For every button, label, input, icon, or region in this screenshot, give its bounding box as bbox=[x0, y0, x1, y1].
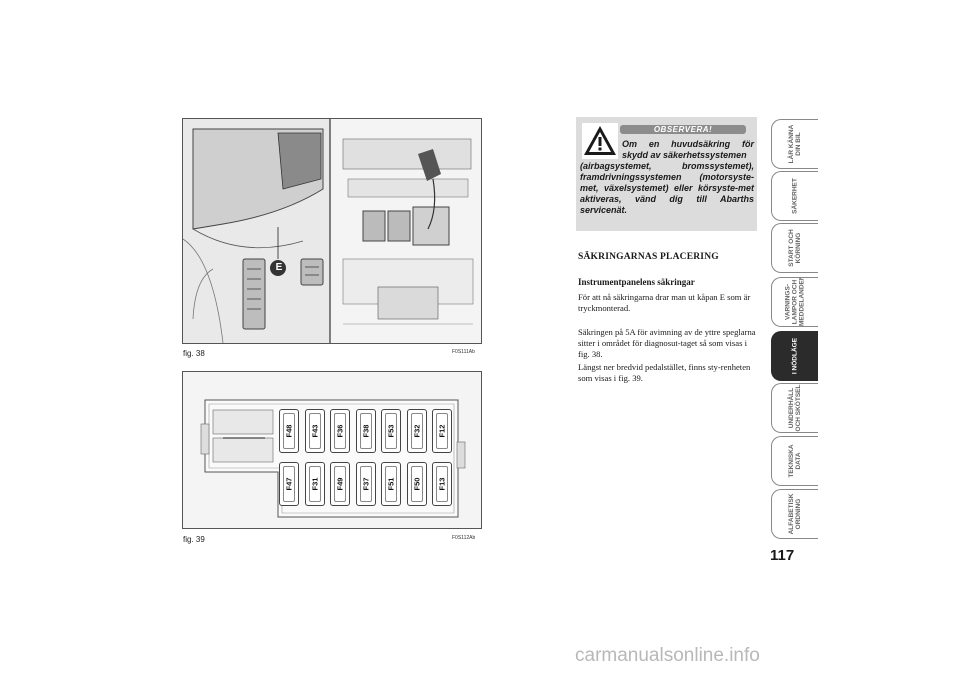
fuse-f12: F12 bbox=[432, 409, 452, 453]
warning-box: OBSERVERA! Om en huvudsäkring för skydd … bbox=[576, 117, 757, 231]
page-number: 117 bbox=[770, 547, 795, 564]
fuse-label: F53 bbox=[386, 424, 396, 438]
callout-e: E bbox=[275, 262, 283, 273]
warning-text-line1: Om en huvudsäkring för skydd av säkerhet… bbox=[622, 139, 754, 160]
tab-label: LÄR KÄNNA DIN BIL bbox=[788, 124, 802, 164]
fuse-label: F12 bbox=[437, 424, 447, 438]
fuse-label: F31 bbox=[310, 477, 319, 491]
fuse-box-diagram bbox=[183, 372, 481, 528]
tab-label: START OCH KÖRNING bbox=[788, 229, 802, 267]
section-subheading: Instrumentpanelens säkringar bbox=[578, 277, 695, 287]
warning-text-rest: (airbagsystemet, bromssystemet), framdri… bbox=[580, 161, 754, 215]
tab-label: VARNINGS-LAMPOR OCH MEDDELANDEN bbox=[784, 277, 806, 326]
tab-lär-känna-din-bil[interactable]: LÄR KÄNNA DIN BIL bbox=[771, 119, 818, 169]
tab-label: ALFABETISK ORDNING bbox=[788, 493, 802, 535]
fuse-label: F37 bbox=[361, 477, 370, 491]
warning-title: OBSERVERA! bbox=[620, 125, 746, 134]
fuse-f32: F32 bbox=[406, 409, 427, 453]
warning-triangle-icon bbox=[582, 123, 618, 159]
tab-tekniska-data[interactable]: TEKNISKA DATA bbox=[771, 436, 818, 486]
fuse-f51: F51 bbox=[381, 462, 401, 506]
fuse-label: F38 bbox=[361, 424, 370, 438]
fuse-label: F50 bbox=[412, 477, 421, 491]
fuse-label: F48 bbox=[284, 424, 294, 438]
tab-i-nödläge[interactable]: I NÖDLÄGE bbox=[771, 331, 818, 381]
tab-label: UNDERHÅLL OCH SKÖTSEL bbox=[788, 384, 802, 432]
fuse-label: F47 bbox=[284, 477, 294, 491]
dashboard-pedal-illustration bbox=[183, 119, 481, 343]
paragraph-3: Längst ner bredvid pedalstället, finns s… bbox=[578, 362, 751, 383]
tab-underhåll-och-skötsel[interactable]: UNDERHÅLL OCH SKÖTSEL bbox=[771, 383, 818, 433]
fuse-f49: F49 bbox=[330, 462, 350, 506]
tab-varnings-lampor-och-meddelanden[interactable]: VARNINGS-LAMPOR OCH MEDDELANDEN bbox=[771, 277, 818, 327]
section-heading: SÄKRINGARNAS PLACERING bbox=[578, 252, 719, 262]
fuse-f37: F37 bbox=[355, 462, 376, 506]
tab-alfabetisk-ordning[interactable]: ALFABETISK ORDNING bbox=[771, 489, 818, 539]
paragraph-1: För att nå säkringarna drar man ut kåpan… bbox=[578, 292, 751, 313]
fuse-f53: F53 bbox=[381, 409, 401, 453]
fuse-f38: F38 bbox=[355, 409, 376, 453]
tab-label: TEKNISKA DATA bbox=[788, 444, 802, 478]
fuse-f13: F13 bbox=[432, 462, 452, 506]
tab-start-och-körning[interactable]: START OCH KÖRNING bbox=[771, 223, 818, 273]
warning-text: Om en huvudsäkring för skydd av säkerhet… bbox=[580, 139, 754, 216]
fuse-f31: F31 bbox=[304, 462, 325, 506]
tab-label: I NÖDLÄGE bbox=[791, 337, 799, 375]
paragraph-2: Säkringen på 5A för avimning av de yttre… bbox=[578, 327, 756, 359]
fuse-label: F43 bbox=[310, 424, 319, 438]
watermark: carmanualsonline.info bbox=[575, 645, 760, 666]
fuse-label: F32 bbox=[412, 424, 421, 438]
fuse-f36: F36 bbox=[330, 409, 350, 453]
tab-säkerhet[interactable]: SÄKERHET bbox=[771, 171, 818, 221]
fuse-label: F13 bbox=[437, 477, 447, 491]
fuse-label: F36 bbox=[335, 424, 345, 438]
figure-38-image: E bbox=[182, 118, 482, 344]
fuse-f50: F50 bbox=[406, 462, 427, 506]
fuse-label: F51 bbox=[386, 477, 396, 491]
figure-38-code: F0S111Ab bbox=[452, 349, 475, 355]
figure-39-label: fig. 39 bbox=[183, 535, 205, 544]
tab-label: SÄKERHET bbox=[791, 178, 799, 214]
fuse-label: F49 bbox=[335, 477, 345, 491]
fuse-f43: F43 bbox=[304, 409, 325, 453]
fuse-f47: F47 bbox=[279, 462, 299, 506]
fuse-f48: F48 bbox=[279, 409, 299, 453]
figure-38-label: fig. 38 bbox=[183, 349, 205, 358]
figure-39-code: F0S112Ab bbox=[452, 535, 476, 541]
